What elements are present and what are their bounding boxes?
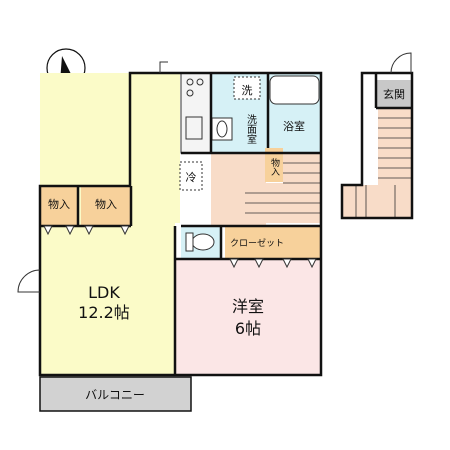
western-size: 6帖 (235, 319, 261, 338)
storage-2-label: 物入 (95, 197, 117, 211)
balcony (39, 376, 192, 412)
western-label: 洋室 (232, 297, 264, 316)
storage-1-label: 物入 (48, 197, 70, 211)
entrance-label: 玄関 (383, 87, 405, 101)
closet (225, 226, 321, 259)
sink-icon (185, 116, 203, 140)
storage-2 (81, 186, 131, 226)
toilet-icon (191, 233, 215, 251)
ldk-label: LDK (88, 283, 120, 302)
kitchen-counter (180, 72, 212, 154)
door-icon (17, 52, 412, 293)
stair-lower (342, 185, 412, 218)
stairs (283, 153, 321, 223)
washroom-label: 洗面室 (245, 114, 257, 144)
storage-3-label: 物入 (269, 157, 280, 176)
closet-label: クローゼット (230, 237, 284, 249)
balcony-label: バルコニー (85, 388, 145, 402)
washer-label: 洗 (242, 84, 253, 97)
bathtub-icon (269, 75, 320, 105)
storage-3 (265, 148, 283, 182)
fridge-box (179, 161, 203, 191)
entrance (376, 80, 412, 108)
bath-label: 浴室 (283, 119, 305, 133)
closet-triangles (43, 225, 317, 269)
ldk-upper-fill (130, 73, 180, 223)
stove-icon (186, 78, 194, 86)
storage-1 (40, 186, 77, 226)
walls (38, 71, 414, 377)
fridge-label: 冷 (186, 171, 197, 184)
western-room (175, 259, 321, 375)
washer-box (233, 76, 261, 100)
ldk-size: 12.2帖 (78, 303, 130, 322)
